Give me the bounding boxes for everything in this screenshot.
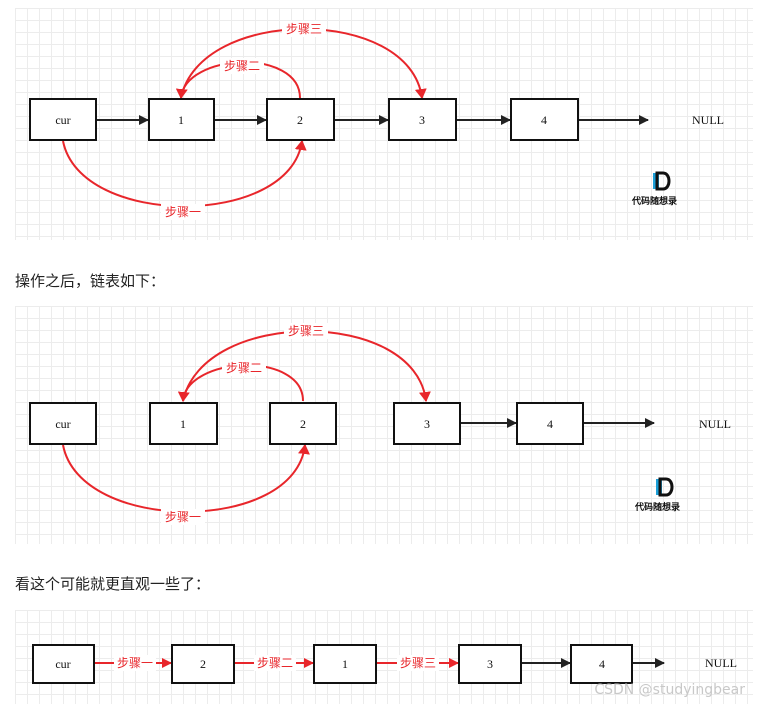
svg-text:2: 2	[200, 657, 206, 671]
svg-text:2: 2	[300, 417, 306, 431]
null-label: NULL	[699, 417, 731, 431]
node-4: 4	[570, 644, 633, 684]
step1-label: 步骤一	[165, 510, 201, 524]
node-4: 4	[516, 402, 584, 445]
svg-text:cur: cur	[55, 657, 70, 671]
svg-text:代码随想录: 代码随想录	[634, 501, 680, 513]
step1-label: 步骤一	[165, 205, 201, 219]
diagram-after-svg: cur 1 2 3 4 NULL 步骤一 步骤二 步骤三 代码随想录	[29, 323, 731, 525]
null-label: NULL	[692, 113, 724, 127]
node-3: 3	[388, 98, 457, 141]
node-1: 1	[313, 644, 377, 684]
step2-label: 步骤二	[257, 656, 293, 670]
svg-text:4: 4	[599, 657, 605, 671]
node-2: 2	[171, 644, 235, 684]
node-cur: cur	[32, 644, 95, 684]
svg-text:2: 2	[297, 113, 303, 127]
svg-text:1: 1	[180, 417, 186, 431]
node-3: 3	[393, 402, 461, 445]
node-2: 2	[269, 402, 337, 445]
step1-curve	[62, 140, 307, 208]
step3-label: 步骤三	[400, 656, 436, 670]
svg-text:cur: cur	[55, 113, 70, 127]
logo: 代码随想录	[631, 171, 677, 207]
diagram-linear: 步骤一 步骤二 步骤三 cur 2 1 3 4 NULL	[15, 610, 753, 704]
step3-curve	[180, 28, 427, 99]
caption-intuitive: 看这个可能就更直观一些了：	[15, 575, 211, 593]
step1-label: 步骤一	[117, 656, 153, 670]
node-cur: cur	[29, 402, 97, 445]
svg-text:1: 1	[342, 657, 348, 671]
svg-text:cur: cur	[55, 417, 70, 431]
logo: 代码随想录	[634, 477, 680, 513]
diagram-before: cur 1 2 3 4 NULL 步骤一 步骤二 步骤三 代码随想录	[15, 8, 753, 240]
node-1: 1	[148, 98, 215, 141]
diagram-before-svg: cur 1 2 3 4 NULL 步骤一 步骤二 步骤三 代码随想录	[29, 21, 724, 220]
svg-text:3: 3	[424, 417, 430, 431]
step3-curve	[182, 330, 431, 402]
diagram-after: cur 1 2 3 4 NULL 步骤一 步骤二 步骤三 代码随想录	[15, 306, 753, 544]
step3-label: 步骤三	[286, 22, 322, 36]
node-cur: cur	[29, 98, 97, 141]
node-4: 4	[510, 98, 579, 141]
node-1: 1	[149, 402, 218, 445]
caption-after: 操作之后，链表如下：	[15, 272, 166, 290]
svg-text:3: 3	[419, 113, 425, 127]
svg-text:3: 3	[487, 657, 493, 671]
step2-label: 步骤二	[226, 361, 262, 375]
svg-text:1: 1	[178, 113, 184, 127]
svg-text:4: 4	[547, 417, 553, 431]
step1-curve	[62, 444, 310, 513]
node-3: 3	[458, 644, 522, 684]
diagram-linear-svg: 步骤一 步骤二 步骤三 cur 2 1 3 4 NULL	[32, 644, 737, 684]
step3-label: 步骤三	[288, 324, 324, 338]
node-2: 2	[266, 98, 335, 141]
csdn-watermark: CSDN @studyingbear	[594, 682, 745, 698]
null-label: NULL	[705, 656, 737, 670]
step2-label: 步骤二	[224, 59, 260, 73]
svg-text:代码随想录: 代码随想录	[631, 195, 677, 207]
svg-text:4: 4	[541, 113, 547, 127]
